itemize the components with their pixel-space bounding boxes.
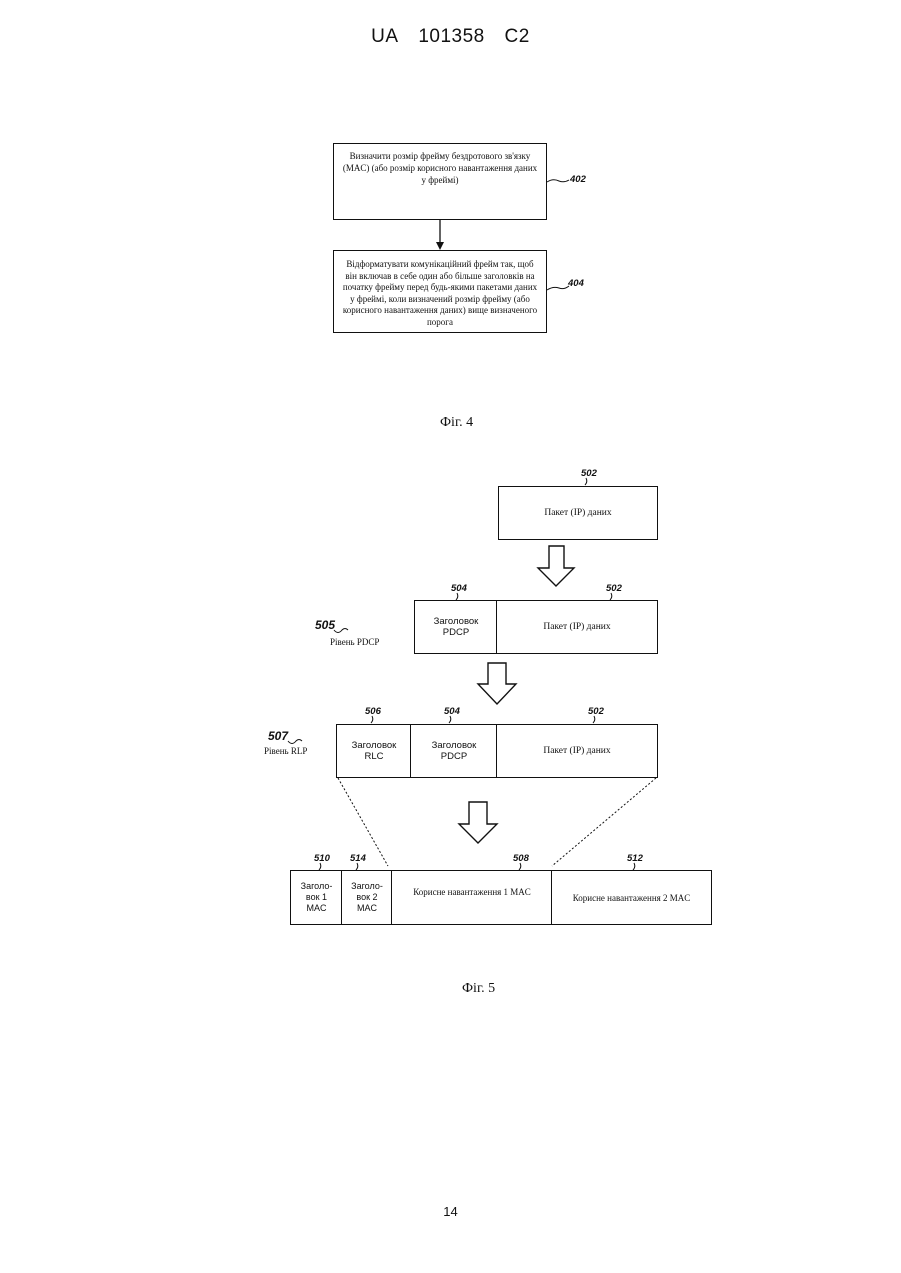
rlp-pdcp-header-label: Заголовок PDCP bbox=[426, 740, 482, 762]
pdcp-header-label: Заголовок PDCP bbox=[428, 616, 484, 638]
mac-payload-1-label: Корисне навантаження 1 MAC bbox=[413, 887, 531, 897]
mac-header-1-label: Заголо-вок 1 MAC bbox=[297, 881, 337, 914]
hollow-arrow-2 bbox=[478, 663, 516, 704]
ip-packet-box: Пакет (IP) даних bbox=[498, 486, 658, 540]
leader-502-pdcp bbox=[610, 593, 612, 600]
ref-502-ip: 502 bbox=[581, 468, 597, 479]
mac-payload-2-label: Корисне навантаження 2 MAC bbox=[573, 893, 691, 903]
ref-504-rlp: 504 bbox=[444, 706, 460, 717]
leader-402 bbox=[547, 180, 569, 182]
ref-510: 510 bbox=[314, 853, 330, 864]
figure-4-caption: Фіг. 4 bbox=[440, 415, 473, 431]
leader-510 bbox=[319, 863, 321, 870]
hollow-arrow-1 bbox=[538, 546, 574, 586]
ref-502-rlp: 502 bbox=[588, 706, 604, 717]
leader-512 bbox=[633, 863, 635, 870]
ref-505: 505 bbox=[315, 618, 335, 632]
ref-508: 508 bbox=[513, 853, 529, 864]
leader-506 bbox=[371, 716, 373, 723]
ref-402: 402 bbox=[570, 174, 586, 185]
leader-502-top bbox=[585, 478, 587, 485]
pdcp-level-label: Рівень PDCP bbox=[330, 637, 379, 647]
flow-step-402-text: Визначити розмір фрейму бездротового зв'… bbox=[342, 150, 538, 186]
leader-502-rlp bbox=[593, 716, 595, 723]
ref-512: 512 bbox=[627, 853, 643, 864]
leader-507 bbox=[288, 740, 302, 744]
hollow-arrow-3 bbox=[459, 802, 497, 843]
pdcp-header-box: Заголовок PDCP bbox=[414, 600, 498, 654]
ip-packet-label: Пакет (IP) даних bbox=[544, 508, 611, 518]
mac-header-2-label: Заголо-вок 2 MAC bbox=[347, 881, 387, 914]
mac-payload-2-box: Корисне навантаження 2 MAC bbox=[551, 870, 712, 925]
ref-404: 404 bbox=[568, 278, 584, 289]
pdcp-packet-box: Пакет (IP) даних bbox=[496, 600, 658, 654]
flow-step-404-text: Відформатувати комунікаційний фрейм так,… bbox=[342, 259, 538, 328]
flow-step-402: Визначити розмір фрейму бездротового зв'… bbox=[333, 143, 547, 220]
ref-504-pdcp: 504 bbox=[451, 583, 467, 594]
flow-arrowhead-402-404 bbox=[436, 242, 444, 250]
pdcp-packet-label: Пакет (IP) даних bbox=[543, 622, 610, 632]
figure-5-caption: Фіг. 5 bbox=[462, 981, 495, 997]
ref-506: 506 bbox=[365, 706, 381, 717]
ref-502-pdcp: 502 bbox=[606, 583, 622, 594]
rlp-packet-box: Пакет (IP) даних bbox=[496, 724, 658, 778]
mac-payload-1-box: Корисне навантаження 1 MAC bbox=[391, 870, 553, 925]
leader-504-rlp bbox=[449, 716, 451, 723]
rlp-packet-label: Пакет (IP) даних bbox=[543, 746, 610, 756]
flow-step-404: Відформатувати комунікаційний фрейм так,… bbox=[333, 250, 547, 333]
rlc-header-label: Заголовок RLC bbox=[348, 740, 400, 762]
ref-514: 514 bbox=[350, 853, 366, 864]
mac-header-2-box: Заголо-вок 2 MAC bbox=[341, 870, 393, 925]
leader-404 bbox=[547, 286, 569, 290]
leader-505 bbox=[334, 629, 348, 633]
rlp-level-label: Рівень RLP bbox=[264, 746, 307, 756]
rlc-header-box: Заголовок RLC bbox=[336, 724, 412, 778]
mac-header-1-box: Заголо-вок 1 MAC bbox=[290, 870, 343, 925]
ref-507: 507 bbox=[268, 729, 288, 743]
leader-508 bbox=[519, 863, 521, 870]
leader-504-pdcp bbox=[456, 593, 458, 600]
leader-514 bbox=[356, 863, 358, 870]
page-number: 14 bbox=[0, 1204, 901, 1219]
rlp-pdcp-header-box: Заголовок PDCP bbox=[410, 724, 498, 778]
